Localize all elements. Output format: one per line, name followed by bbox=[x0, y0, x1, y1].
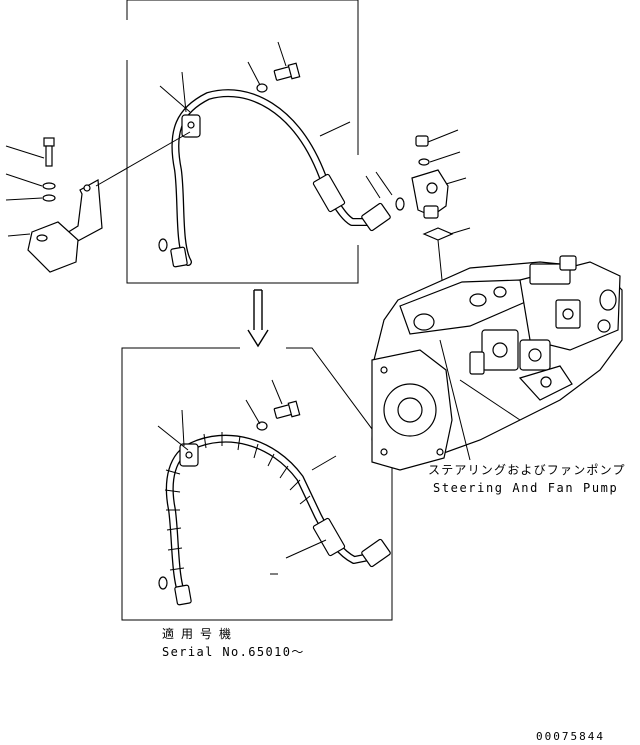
top-leader-lines bbox=[159, 41, 393, 199]
fitting-parts bbox=[395, 129, 471, 301]
bottom-leader-lines bbox=[157, 379, 337, 575]
bottom-bolt-washer bbox=[256, 400, 301, 431]
top-detail-frame bbox=[126, 0, 359, 284]
bottom-detail-frame bbox=[121, 347, 393, 621]
pump-label-en: Steering And Fan Pump bbox=[433, 481, 618, 495]
arrow-down-icon bbox=[247, 289, 269, 348]
serial-label-en: Serial No.65010～ bbox=[162, 645, 305, 659]
pump-label-jp: ステアリングおよびファンポンプ bbox=[428, 463, 626, 477]
bottom-hose bbox=[158, 432, 391, 606]
top-bolt-washer bbox=[256, 62, 301, 93]
left-bracket-assembly bbox=[5, 131, 191, 273]
top-hose bbox=[158, 89, 391, 268]
drawing-number: 00075844 bbox=[536, 730, 605, 743]
serial-label-jp: 適 用 号 機 bbox=[162, 626, 233, 641]
steering-fan-pump bbox=[371, 255, 623, 471]
